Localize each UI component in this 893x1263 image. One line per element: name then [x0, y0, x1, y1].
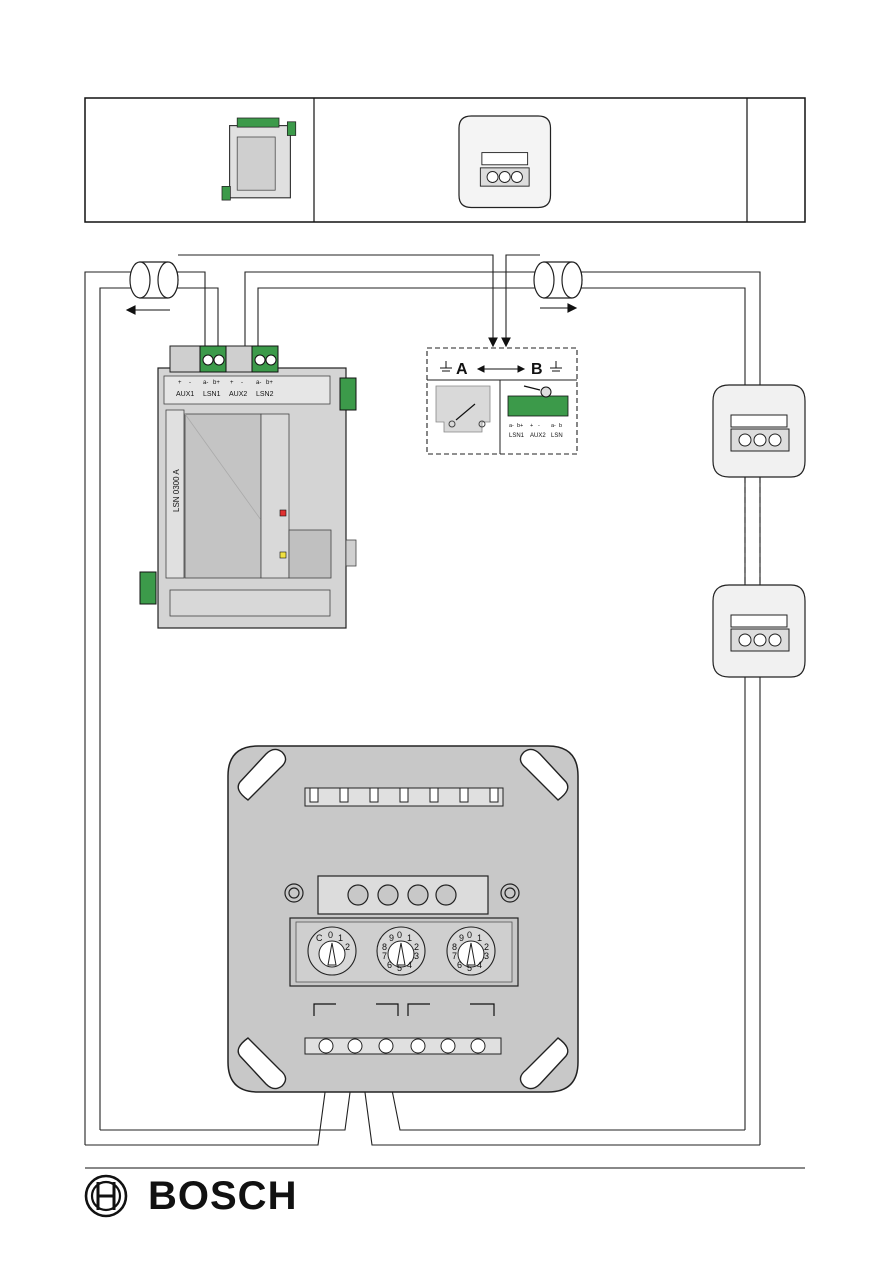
- module-type-label: LSN 0300 A: [172, 469, 181, 512]
- terminal-polarity-7: a-: [256, 380, 261, 386]
- svg-text:3: 3: [414, 951, 419, 961]
- header-table: [84, 97, 806, 223]
- connector-arrows: [488, 337, 511, 348]
- svg-text:3: 3: [484, 951, 489, 961]
- terminal-label-lsn2: LSN2: [256, 391, 274, 398]
- svg-text:1: 1: [338, 933, 343, 943]
- detail-polarity-5: a-: [551, 423, 556, 429]
- cable-shield-left: [129, 261, 179, 299]
- detail-polarity-6: b: [559, 423, 562, 429]
- svg-text:7: 7: [382, 951, 387, 961]
- rotary-switch-1: C 0 1 2: [307, 926, 357, 976]
- option-b-label: B: [531, 361, 543, 378]
- svg-text:8: 8: [452, 942, 457, 952]
- brand-wordmark: BOSCH: [148, 1174, 298, 1218]
- svg-text:0: 0: [467, 930, 472, 940]
- svg-text:6: 6: [457, 960, 462, 970]
- terminal-polarity-5: +: [230, 380, 234, 386]
- detail-label-lsn: LSN: [551, 433, 563, 439]
- terminal-label-lsn1: LSN1: [203, 391, 221, 398]
- svg-text:6: 6: [387, 960, 392, 970]
- rotary-switch-2: 9 0 1 2 3 4 5 6 7 8: [376, 926, 426, 976]
- ground-icon-a: [440, 361, 452, 372]
- svg-text:8: 8: [382, 942, 387, 952]
- rotary-switch-3: 9 0 1 2 3 4 5 6 7 8: [446, 926, 496, 976]
- base-thumbnail: [458, 115, 552, 209]
- terminal-polarity-3: a-: [203, 380, 208, 386]
- svg-text:2: 2: [484, 942, 489, 952]
- double-arrow-icon: [476, 365, 526, 373]
- svg-text:1: 1: [407, 933, 412, 943]
- terminal-polarity-1: +: [178, 380, 182, 386]
- svg-text:4: 4: [477, 960, 482, 970]
- led-red: [279, 509, 287, 517]
- cable-shield-right: [533, 261, 583, 299]
- svg-text:1: 1: [477, 933, 482, 943]
- svg-text:7: 7: [452, 951, 457, 961]
- svg-text:5: 5: [467, 963, 472, 973]
- bosch-logo-icon: [84, 1174, 128, 1218]
- loop-device-1: [712, 384, 806, 478]
- loop-dashed-link: [744, 477, 761, 585]
- terminal-polarity-2: -: [189, 380, 191, 386]
- option-a-label: A: [456, 361, 468, 378]
- terminal-polarity-8: b+: [266, 380, 273, 386]
- svg-text:0: 0: [397, 930, 402, 940]
- shield-option-detail: A B a- b+ + - a- b LSN1 AUX2 LSN: [426, 347, 578, 455]
- svg-text:9: 9: [389, 933, 394, 943]
- svg-text:2: 2: [414, 942, 419, 952]
- module-thumbnail: [221, 117, 297, 201]
- mounting-base: C 0 1 2 9 0 1 2 3 4 5 6 7 8 9 0 1 2: [227, 745, 579, 1093]
- ground-icon-b: [550, 361, 562, 372]
- loop-device-2: [712, 584, 806, 678]
- terminal-brackets: [313, 1003, 495, 1016]
- svg-text:5: 5: [397, 963, 402, 973]
- terminal-label-aux1: AUX1: [176, 391, 194, 398]
- terminal-polarity-4: b+: [213, 380, 220, 386]
- lsn-module: + - a- b+ + - a- b+ AUX1 LSN1 AUX2 LSN2 …: [139, 345, 357, 629]
- svg-text:9: 9: [459, 933, 464, 943]
- svg-text:4: 4: [407, 960, 412, 970]
- svg-text:0: 0: [328, 930, 333, 940]
- detail-label-aux2: AUX2: [530, 433, 546, 439]
- detail-label-lsn1: LSN1: [509, 433, 525, 439]
- detail-polarity-4: -: [538, 423, 540, 429]
- detail-polarity-3: +: [530, 423, 533, 429]
- detail-polarity-1: a-: [509, 423, 514, 429]
- svg-text:2: 2: [345, 942, 350, 952]
- svg-text:C: C: [316, 933, 323, 943]
- detail-polarity-2: b+: [517, 423, 523, 429]
- terminal-polarity-6: -: [241, 380, 243, 386]
- led-yellow: [279, 551, 287, 559]
- direction-arrows: [125, 303, 578, 315]
- terminal-label-aux2: AUX2: [229, 391, 247, 398]
